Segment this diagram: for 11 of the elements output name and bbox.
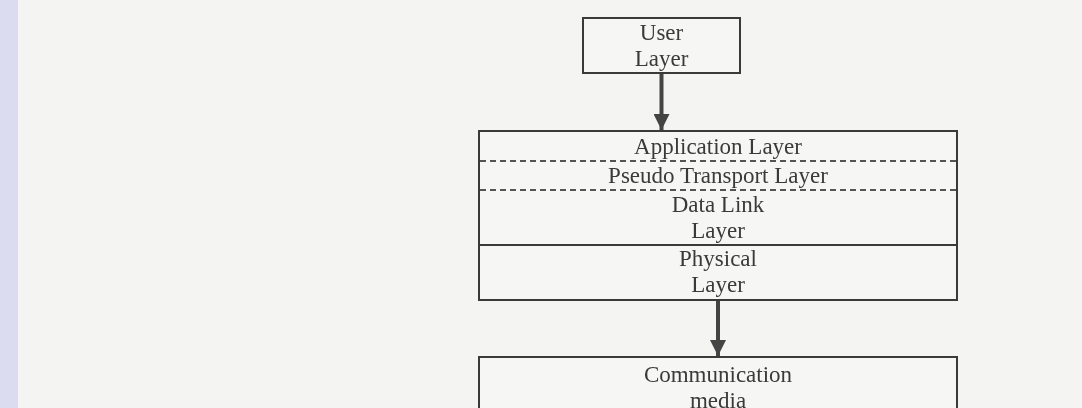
layer-label: Data Link Layer [670,191,766,244]
layer-label: Pseudo Transport Layer [608,162,828,189]
layer-label: Physical Layer [678,246,758,298]
layer-box [582,17,741,74]
layer-label: User Layer [633,19,690,72]
layer-label: Application Layer [634,133,802,160]
layer-stack-box [478,130,958,301]
arrow [710,301,726,356]
layer-label: Communication media [642,362,794,408]
layer-box [478,356,958,408]
arrow [653,74,670,130]
